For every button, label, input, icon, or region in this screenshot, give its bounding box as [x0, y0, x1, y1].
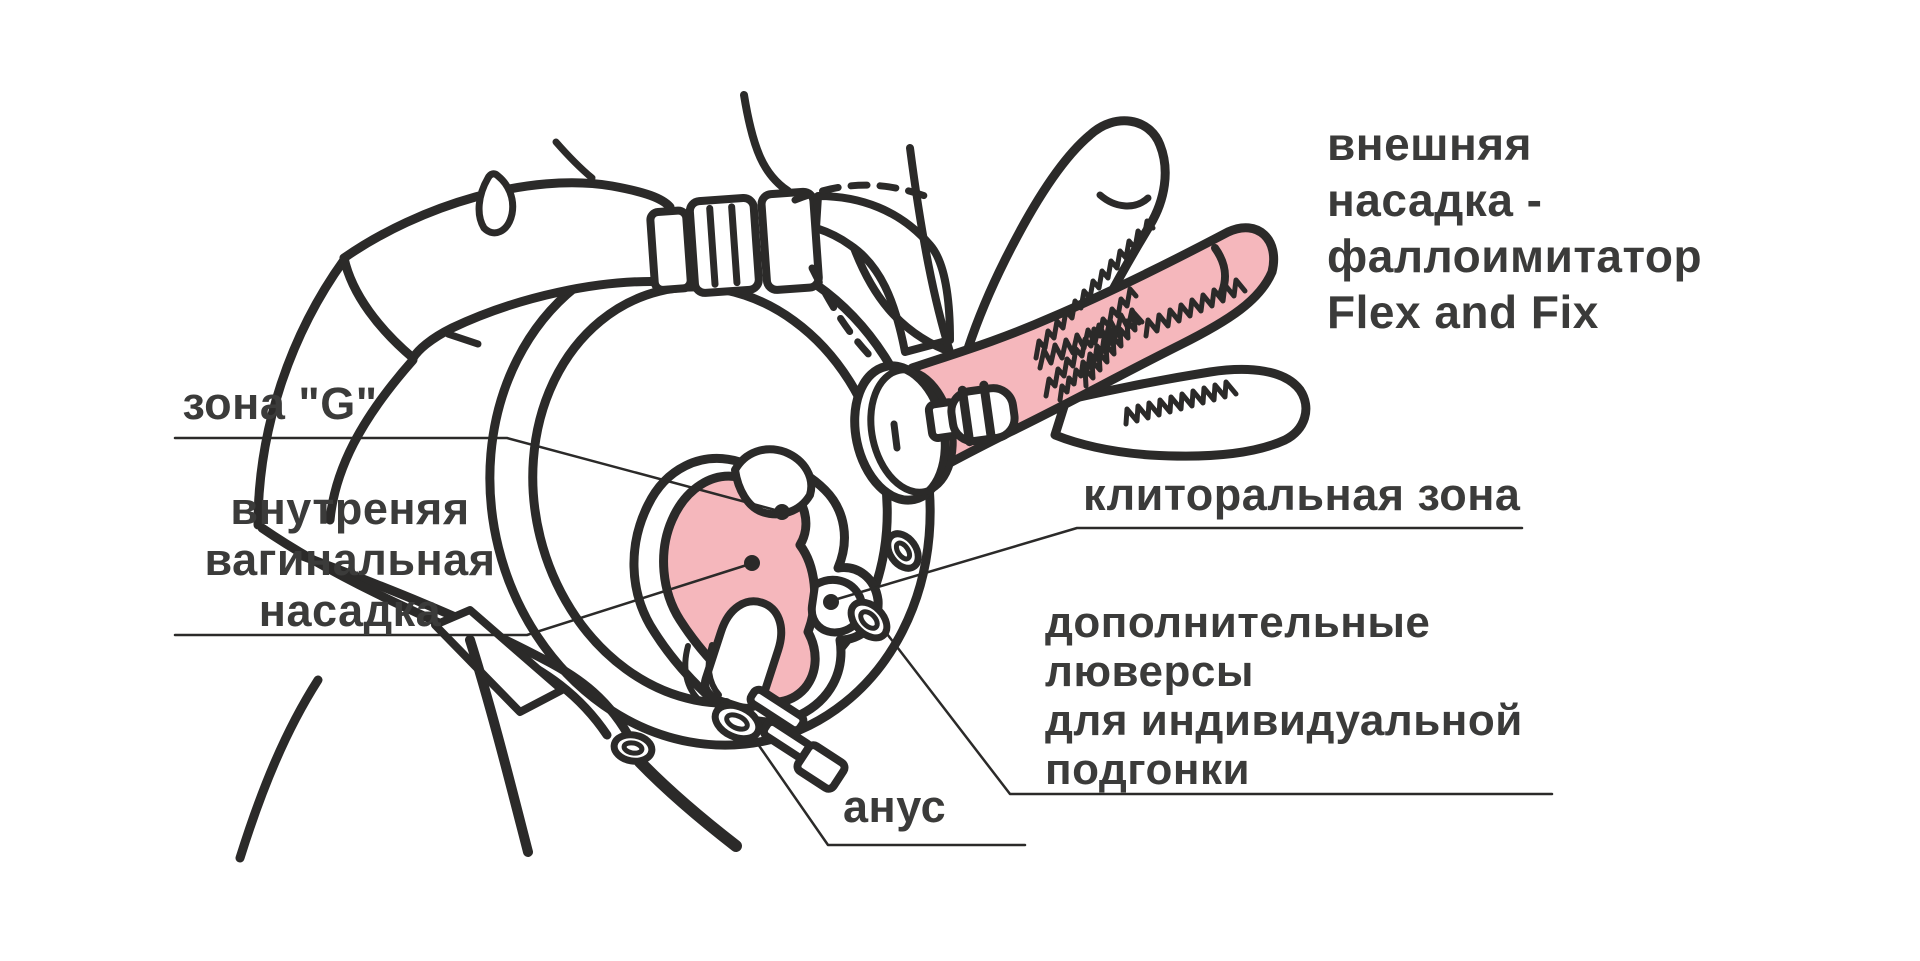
vaginal-insert — [629, 445, 883, 793]
leader-eyelets — [882, 628, 1554, 796]
leader-lines — [173, 436, 1554, 847]
leader-clitoral-zone — [832, 526, 1524, 602]
buckle — [646, 187, 823, 297]
leg-line-far-left — [235, 675, 323, 863]
insert-bar-1 — [746, 685, 808, 735]
label-inner-line-2: вагинальная — [204, 534, 496, 585]
hidden-edge-dash-top — [791, 181, 929, 204]
scribble-4 — [1057, 327, 1119, 403]
upper-shaft-crease — [1096, 191, 1152, 210]
label-anus: анус — [843, 781, 947, 832]
strap-wrap-edge — [850, 244, 949, 354]
inner-attachment-dot — [744, 555, 760, 571]
scribble-3 — [1082, 310, 1145, 389]
lower-white-shaft — [1050, 364, 1311, 461]
insert-top-tab — [731, 445, 816, 519]
label-eyelets-line-4: подгонки — [1045, 745, 1251, 794]
eyelet-3 — [711, 701, 763, 743]
clitoral-dot — [823, 594, 839, 610]
hidden-edge-dash-bottom — [808, 264, 880, 366]
connector-bolt — [924, 380, 1019, 447]
left-strap — [253, 255, 418, 530]
body-contour-lower — [906, 144, 954, 356]
body-contour-upper — [740, 91, 792, 195]
leg-line-left — [465, 635, 533, 857]
strap-tail — [634, 756, 742, 852]
label-outer-line-3: фаллоимитатор — [1327, 230, 1703, 282]
label-outer-line-4: Flex and Fix — [1327, 286, 1599, 338]
stitch-curve-2 — [705, 642, 722, 698]
leader-anus — [751, 735, 1027, 847]
leader-g-zone — [173, 436, 781, 513]
label-outer-attachment: внешняя насадка - фаллоимитатор Flex and… — [1327, 116, 1702, 340]
label-clitoral-zone: клиторальная зона — [1083, 469, 1521, 520]
eyelet-1 — [884, 530, 922, 572]
coil-pink-shaft — [1143, 277, 1248, 339]
strap-seam-tick — [444, 330, 482, 348]
scribble-2 — [1037, 307, 1142, 371]
strap-loop — [475, 170, 517, 237]
eyelets — [610, 530, 922, 765]
leader-inner-attachment — [173, 562, 752, 637]
coil-lower-shaft — [1123, 379, 1239, 427]
label-inner-attachment: внутреняя вагинальная насадка — [170, 483, 530, 636]
eyelet-2 — [847, 598, 891, 642]
eyelet-4 — [610, 731, 656, 765]
label-inner-line-3: насадка — [258, 585, 442, 636]
label-outer-line-1: внешняя — [1327, 118, 1532, 170]
coil-textures — [1033, 218, 1248, 427]
insert-bar-3 — [793, 741, 849, 793]
label-extra-eyelets: дополнительные люверсы для индивидуально… — [1045, 598, 1523, 794]
g-zone-dot — [774, 504, 790, 520]
label-g-zone: зона "G" — [182, 378, 378, 429]
bottom-straps — [235, 523, 742, 863]
label-eyelets-line-1: дополнительные — [1045, 598, 1431, 647]
strap-thread — [552, 138, 596, 182]
scribble-1 — [1043, 286, 1139, 399]
stitch-curve-1 — [682, 643, 703, 704]
label-eyelets-line-2: люверсы — [1045, 647, 1254, 696]
label-outer-line-2: насадка - — [1327, 174, 1543, 226]
coil-upper-shaft — [1033, 218, 1156, 361]
label-inner-line-1: внутреняя — [230, 483, 470, 534]
label-eyelets-line-3: для индивидуальной — [1045, 696, 1523, 745]
